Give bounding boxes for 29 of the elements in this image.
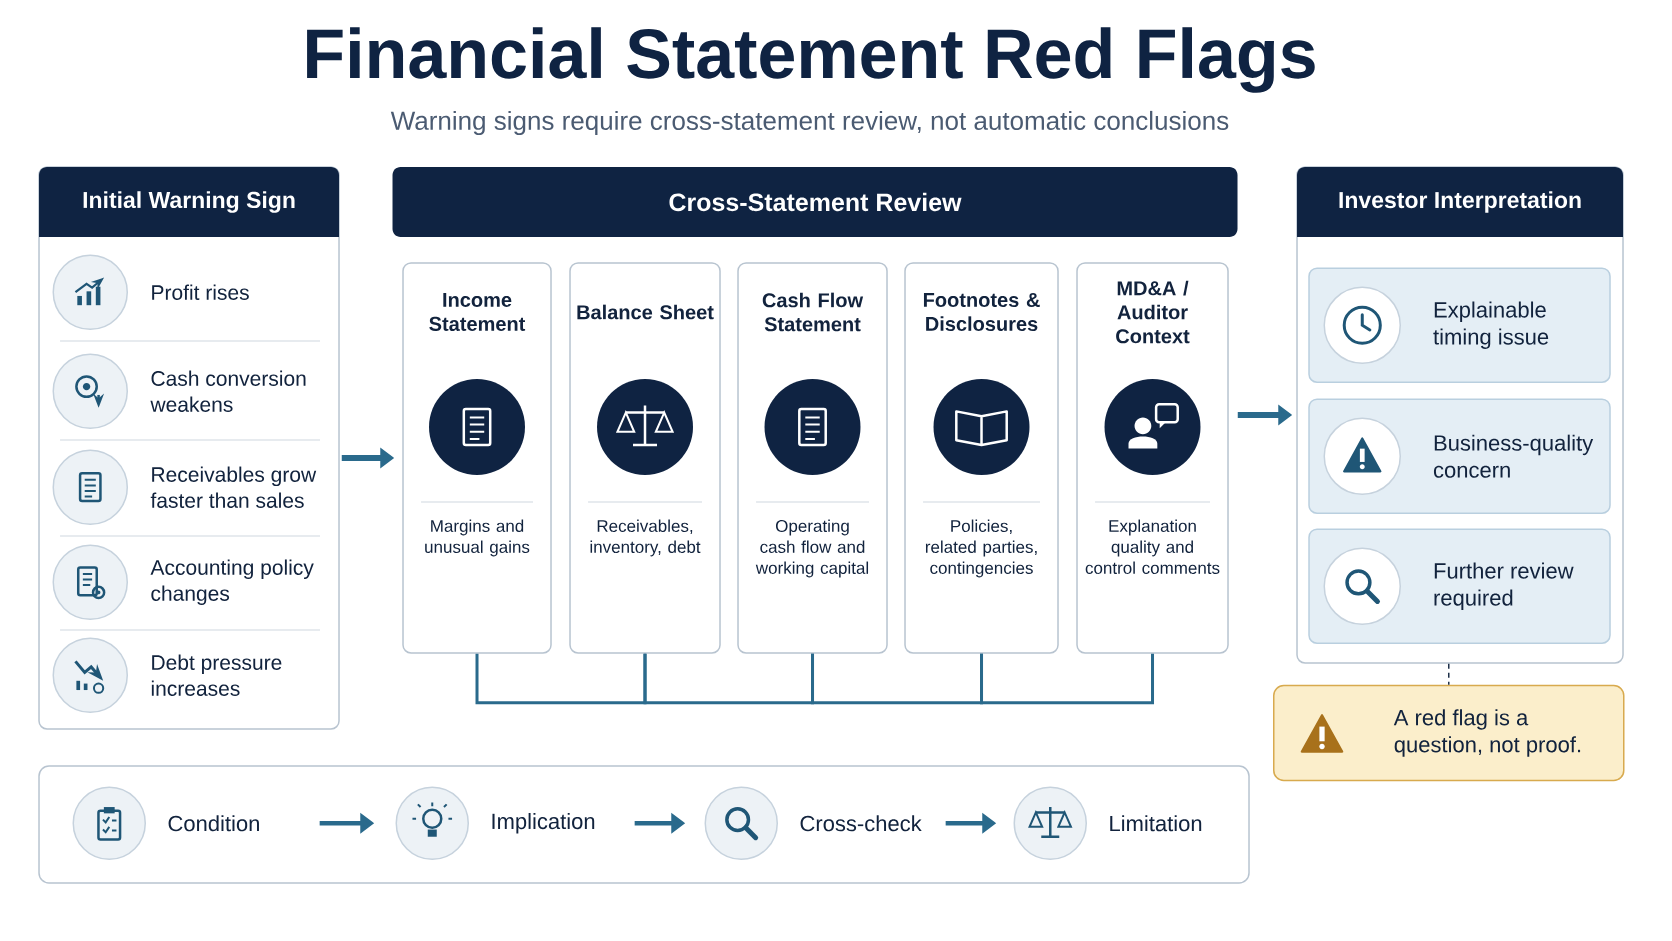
step-label: Condition	[168, 815, 259, 832]
node-label: Income Statement	[429, 293, 526, 331]
step-label: Cross-check	[800, 815, 922, 832]
connector	[811, 653, 983, 705]
warning-item: Receivables grow faster than sales	[150, 466, 317, 508]
node-label: MD&A / Auditor Context	[1116, 280, 1190, 344]
node-label: Operating cash flow and working capital	[755, 519, 869, 578]
subtitle: Warning signs require cross-statement review, not automatic conclusions	[390, 110, 1229, 136]
warning-item: Accounting policy changes	[150, 559, 314, 606]
connector	[475, 653, 647, 705]
flow-box	[38, 765, 1250, 884]
node-label: Explanation quality and control comments	[1085, 519, 1220, 575]
warning-item: Cash conversion weakens	[150, 370, 306, 412]
connector	[643, 653, 814, 705]
node-label: Policies, related parties, contingencies	[925, 519, 1037, 578]
node-label: Balance Sheet	[577, 304, 714, 320]
node-label: Cash Flow Statement	[762, 292, 864, 332]
connector	[980, 653, 1154, 705]
warning-item: Profit rises	[152, 284, 249, 300]
header-band: Cross-Statement Review	[392, 167, 1238, 237]
step-label: Implication	[492, 813, 595, 834]
connector	[1448, 663, 1450, 686]
node-label: Receivables, inventory, debt	[590, 519, 701, 557]
node-label: Margins and unusual gains	[425, 519, 530, 557]
callout-box: A red flag is a question, not proof.	[1273, 684, 1625, 782]
title: Financial Statement Red Flags	[307, 27, 1315, 93]
warning-item: Debt pressure increases	[151, 654, 282, 696]
node-label: Footnotes & Disclosures	[923, 292, 1040, 332]
step-label: Limitation	[1110, 815, 1202, 832]
